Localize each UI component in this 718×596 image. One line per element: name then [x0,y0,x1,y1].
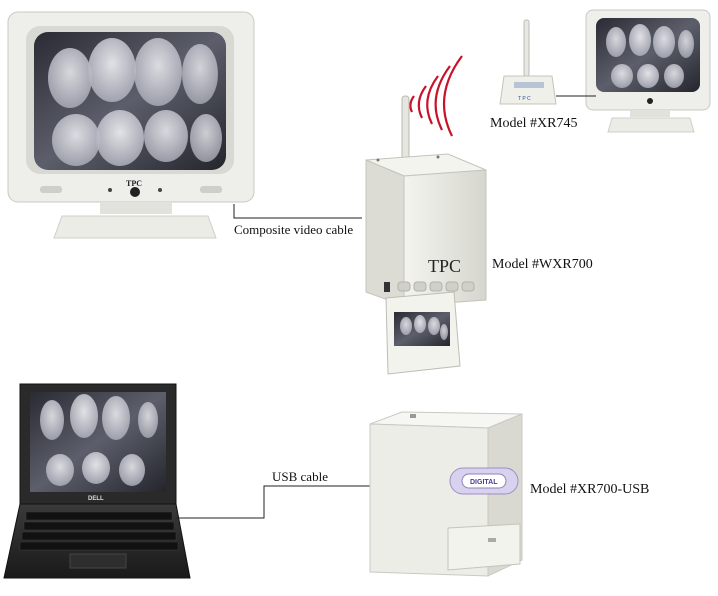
usb-scanner-logo: DIGITAL [470,479,498,486]
scanner-wxr700: TPC [365,95,487,375]
laptop: DELL [3,383,191,579]
antenna-icon [523,19,530,77]
label-composite-cable: Composite video cable [234,222,354,237]
monitor-large: TPC [7,11,255,239]
label-usb-cable: USB cable [272,469,328,484]
label-model-wxr700: Model #WXR700 [492,257,593,272]
wireless-waves-icon [409,55,463,137]
composite-cable [233,204,362,219]
xray-teeth-large [48,38,222,166]
scanner-logo: TPC [428,256,461,276]
usb-cable [176,485,370,519]
label-model-xr700-usb: Model #XR700-USB [530,482,650,497]
monitor-logo: TPC [126,179,142,188]
svg-text:T P C: T P C [518,96,531,102]
label-model-xr745: Model #XR745 [490,116,578,131]
receiver-xr745: T P C [499,19,557,105]
antenna-icon [401,95,410,161]
laptop-logo: DELL [88,496,104,502]
monitor-small [585,9,711,133]
scanner-xr700-usb: DIGITAL [369,411,523,577]
